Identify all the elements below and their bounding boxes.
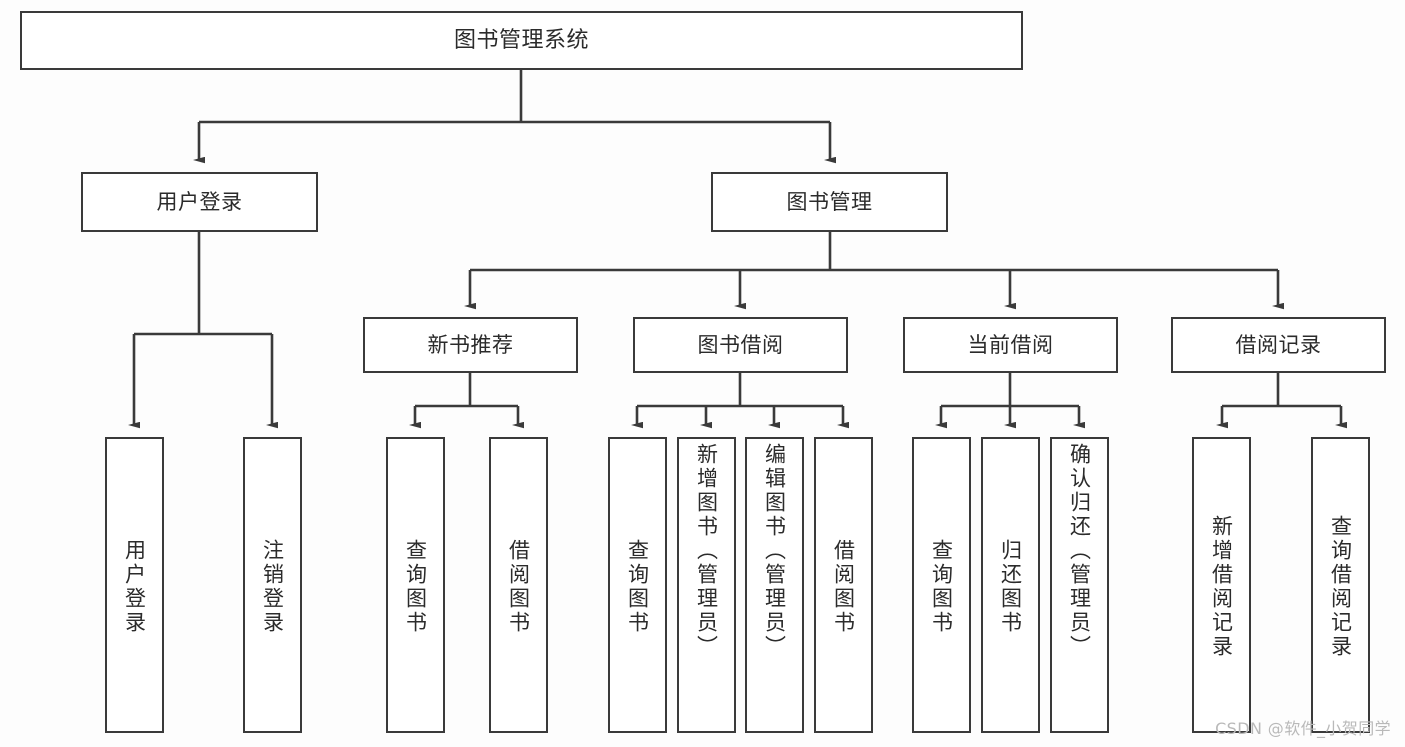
node-label: 查询借阅记录 <box>1328 515 1353 659</box>
leaf-current-borrow-query[interactable]: 查询图书 <box>912 437 971 733</box>
node-borrow-record[interactable]: 借阅记录 <box>1171 317 1386 373</box>
node-label: 图书管理 <box>786 189 873 214</box>
node-label: 查询图书 <box>403 539 428 635</box>
node-label: 借阅记录 <box>1235 332 1322 357</box>
node-current-borrow[interactable]: 当前借阅 <box>903 317 1118 373</box>
node-label: 新增图书（管理员） <box>694 443 719 659</box>
node-label: 图书管理系统 <box>453 27 589 53</box>
leaf-new-book-borrow[interactable]: 借阅图书 <box>489 437 548 733</box>
leaf-book-borrow-add[interactable]: 新增图书（管理员） <box>677 437 736 733</box>
leaf-borrow-record-add[interactable]: 新增借阅记录 <box>1192 437 1251 733</box>
leaf-user-login-signout[interactable]: 注销登录 <box>243 437 302 733</box>
leaf-book-borrow-lend[interactable]: 借阅图书 <box>814 437 873 733</box>
node-label: 用户登录 <box>122 539 147 635</box>
node-label: 用户登录 <box>156 189 243 214</box>
node-user-login[interactable]: 用户登录 <box>81 172 318 232</box>
leaf-current-borrow-return[interactable]: 归还图书 <box>981 437 1040 733</box>
node-root-book-management-system[interactable]: 图书管理系统 <box>20 11 1023 70</box>
node-label: 编辑图书（管理员） <box>762 443 787 659</box>
node-label: 查询图书 <box>929 539 954 635</box>
node-label: 注销登录 <box>260 539 285 635</box>
leaf-current-borrow-confirm-return[interactable]: 确认归还（管理员） <box>1050 437 1109 733</box>
leaf-new-book-query[interactable]: 查询图书 <box>386 437 445 733</box>
node-label: 借阅图书 <box>831 539 856 635</box>
node-label: 当前借阅 <box>967 332 1054 357</box>
leaf-book-borrow-edit[interactable]: 编辑图书（管理员） <box>745 437 804 733</box>
node-label: 归还图书 <box>998 539 1023 635</box>
node-label: 图书借阅 <box>697 332 784 357</box>
watermark: CSDN @软件_小贺同学 <box>1215 719 1391 738</box>
leaf-borrow-record-query[interactable]: 查询借阅记录 <box>1311 437 1370 733</box>
leaf-book-borrow-query[interactable]: 查询图书 <box>608 437 667 733</box>
node-label: 确认归还（管理员） <box>1067 443 1092 659</box>
node-label: 借阅图书 <box>506 539 531 635</box>
leaf-user-login-signin[interactable]: 用户登录 <box>105 437 164 733</box>
node-book-management[interactable]: 图书管理 <box>711 172 948 232</box>
node-new-book-recommend[interactable]: 新书推荐 <box>363 317 578 373</box>
node-book-borrow[interactable]: 图书借阅 <box>633 317 848 373</box>
node-label: 新书推荐 <box>427 332 514 357</box>
node-label: 查询图书 <box>625 539 650 635</box>
node-label: 新增借阅记录 <box>1209 515 1234 659</box>
